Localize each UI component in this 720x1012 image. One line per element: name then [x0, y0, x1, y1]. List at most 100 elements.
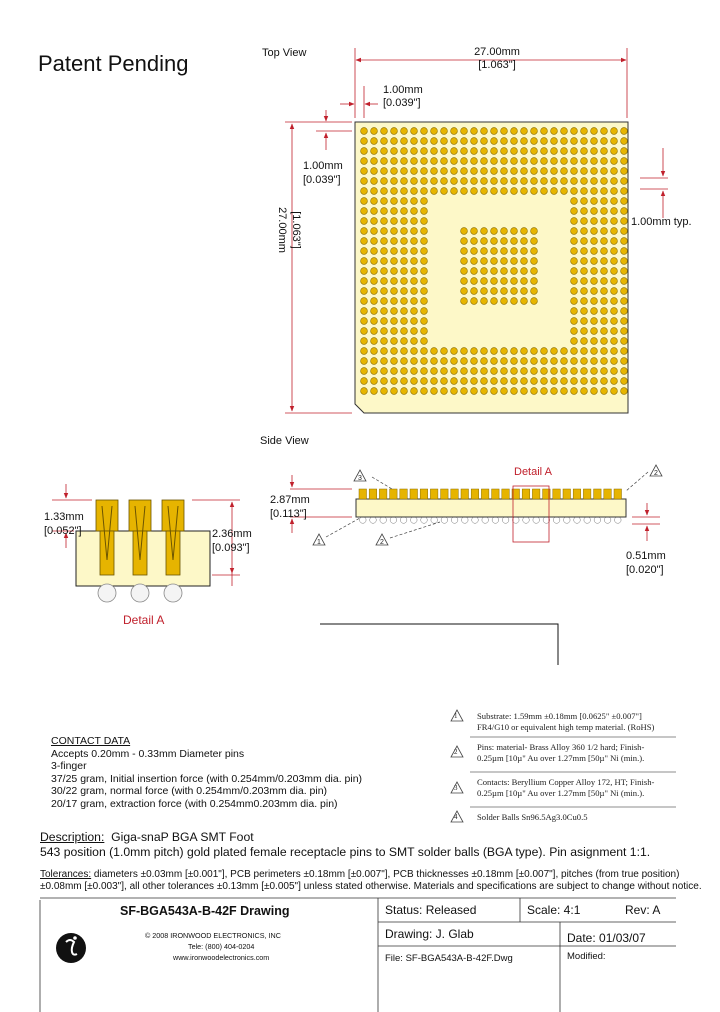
- ball-pad: [410, 367, 418, 375]
- ball-pad: [610, 357, 618, 365]
- ball-pad: [390, 287, 398, 295]
- side-ball: [583, 516, 591, 524]
- ball-pad: [620, 167, 628, 175]
- revision: Rev: A: [625, 903, 661, 917]
- ball-pad: [410, 257, 418, 265]
- status: Status: Released: [385, 903, 477, 917]
- ball-pad: [580, 197, 588, 205]
- side-pin: [583, 488, 592, 500]
- ball-pad: [530, 237, 538, 245]
- ball-pad: [590, 337, 598, 345]
- ball-pad: [620, 347, 628, 355]
- ball-pad: [380, 237, 388, 245]
- ball-pad: [450, 377, 458, 385]
- ball-pad: [370, 217, 378, 225]
- detail-solder-ball: [97, 583, 117, 603]
- ball-pad: [620, 317, 628, 325]
- ball-pad: [420, 127, 428, 135]
- ball-pad: [540, 167, 548, 175]
- ball-pad: [370, 237, 378, 245]
- ball-pad: [400, 307, 408, 315]
- ball-pad: [490, 257, 498, 265]
- ball-pad: [410, 387, 418, 395]
- ball-pad: [360, 207, 368, 215]
- ball-pad: [380, 337, 388, 345]
- ball-pad: [620, 367, 628, 375]
- detail-pin-body: [99, 530, 115, 576]
- ball-pad: [460, 247, 468, 255]
- ball-pad: [520, 297, 528, 305]
- ball-pad: [420, 327, 428, 335]
- ball-height-in: [0.020"]: [626, 564, 664, 576]
- ball-pad: [580, 307, 588, 315]
- ball-pad: [520, 137, 528, 145]
- ball-pad: [510, 277, 518, 285]
- ball-pad: [490, 267, 498, 275]
- ball-pad: [460, 367, 468, 375]
- ball-pad: [620, 247, 628, 255]
- ball-pad: [500, 227, 508, 235]
- ball-pad: [360, 177, 368, 185]
- ball-pad: [370, 127, 378, 135]
- ball-pad: [420, 147, 428, 155]
- ball-pad: [600, 137, 608, 145]
- ball-pad: [360, 337, 368, 345]
- ball-pad: [580, 287, 588, 295]
- ball-pad: [370, 317, 378, 325]
- ball-pad: [520, 287, 528, 295]
- ball-pad: [460, 347, 468, 355]
- ball-pad: [610, 387, 618, 395]
- side-pin: [470, 488, 479, 500]
- ball-pad: [610, 187, 618, 195]
- ball-pad: [500, 287, 508, 295]
- ball-pad: [370, 207, 378, 215]
- ball-pad: [520, 227, 528, 235]
- ball-pad: [520, 167, 528, 175]
- ball-pad: [390, 257, 398, 265]
- ball-pad: [470, 187, 478, 195]
- ball-pad: [410, 247, 418, 255]
- ball-pad: [390, 327, 398, 335]
- note-rules: [470, 736, 676, 808]
- ball-pad: [380, 317, 388, 325]
- side-pin: [440, 488, 449, 500]
- side-view-label: Side View: [260, 435, 309, 447]
- side-pin: [419, 488, 428, 500]
- ball-pad: [430, 177, 438, 185]
- pitch-in: [0.039"]: [383, 97, 421, 109]
- ball-pad: [390, 357, 398, 365]
- ball-pad: [380, 137, 388, 145]
- detail-pin-finger: [134, 505, 146, 561]
- ball-pad: [380, 167, 388, 175]
- ball-pad: [530, 187, 538, 195]
- detail-pins: [95, 499, 185, 603]
- ball-pad: [500, 157, 508, 165]
- ball-pad: [520, 357, 528, 365]
- ball-pad: [380, 277, 388, 285]
- side-pin: [572, 488, 581, 500]
- ball-pad: [510, 347, 518, 355]
- ball-pad: [560, 147, 568, 155]
- ball-pad: [560, 357, 568, 365]
- ball-pad: [390, 247, 398, 255]
- ball-pad: [420, 357, 428, 365]
- detail-right-mm: 2.36mm: [212, 528, 252, 540]
- ball-pad: [570, 177, 578, 185]
- ball-pad: [480, 177, 488, 185]
- ball-pad: [560, 157, 568, 165]
- ball-pad: [570, 287, 578, 295]
- ball-pad: [480, 377, 488, 385]
- detail-a-caption: Detail A: [123, 613, 165, 627]
- ball-pad: [370, 187, 378, 195]
- ball-pad: [590, 127, 598, 135]
- ball-pad: [450, 187, 458, 195]
- ball-pad: [600, 257, 608, 265]
- ball-pad: [420, 287, 428, 295]
- ball-pad: [370, 247, 378, 255]
- ball-pad: [460, 227, 468, 235]
- ball-pad: [500, 367, 508, 375]
- ball-pad: [570, 367, 578, 375]
- ball-pad: [580, 317, 588, 325]
- ball-pad: [400, 357, 408, 365]
- side-ball: [512, 516, 520, 524]
